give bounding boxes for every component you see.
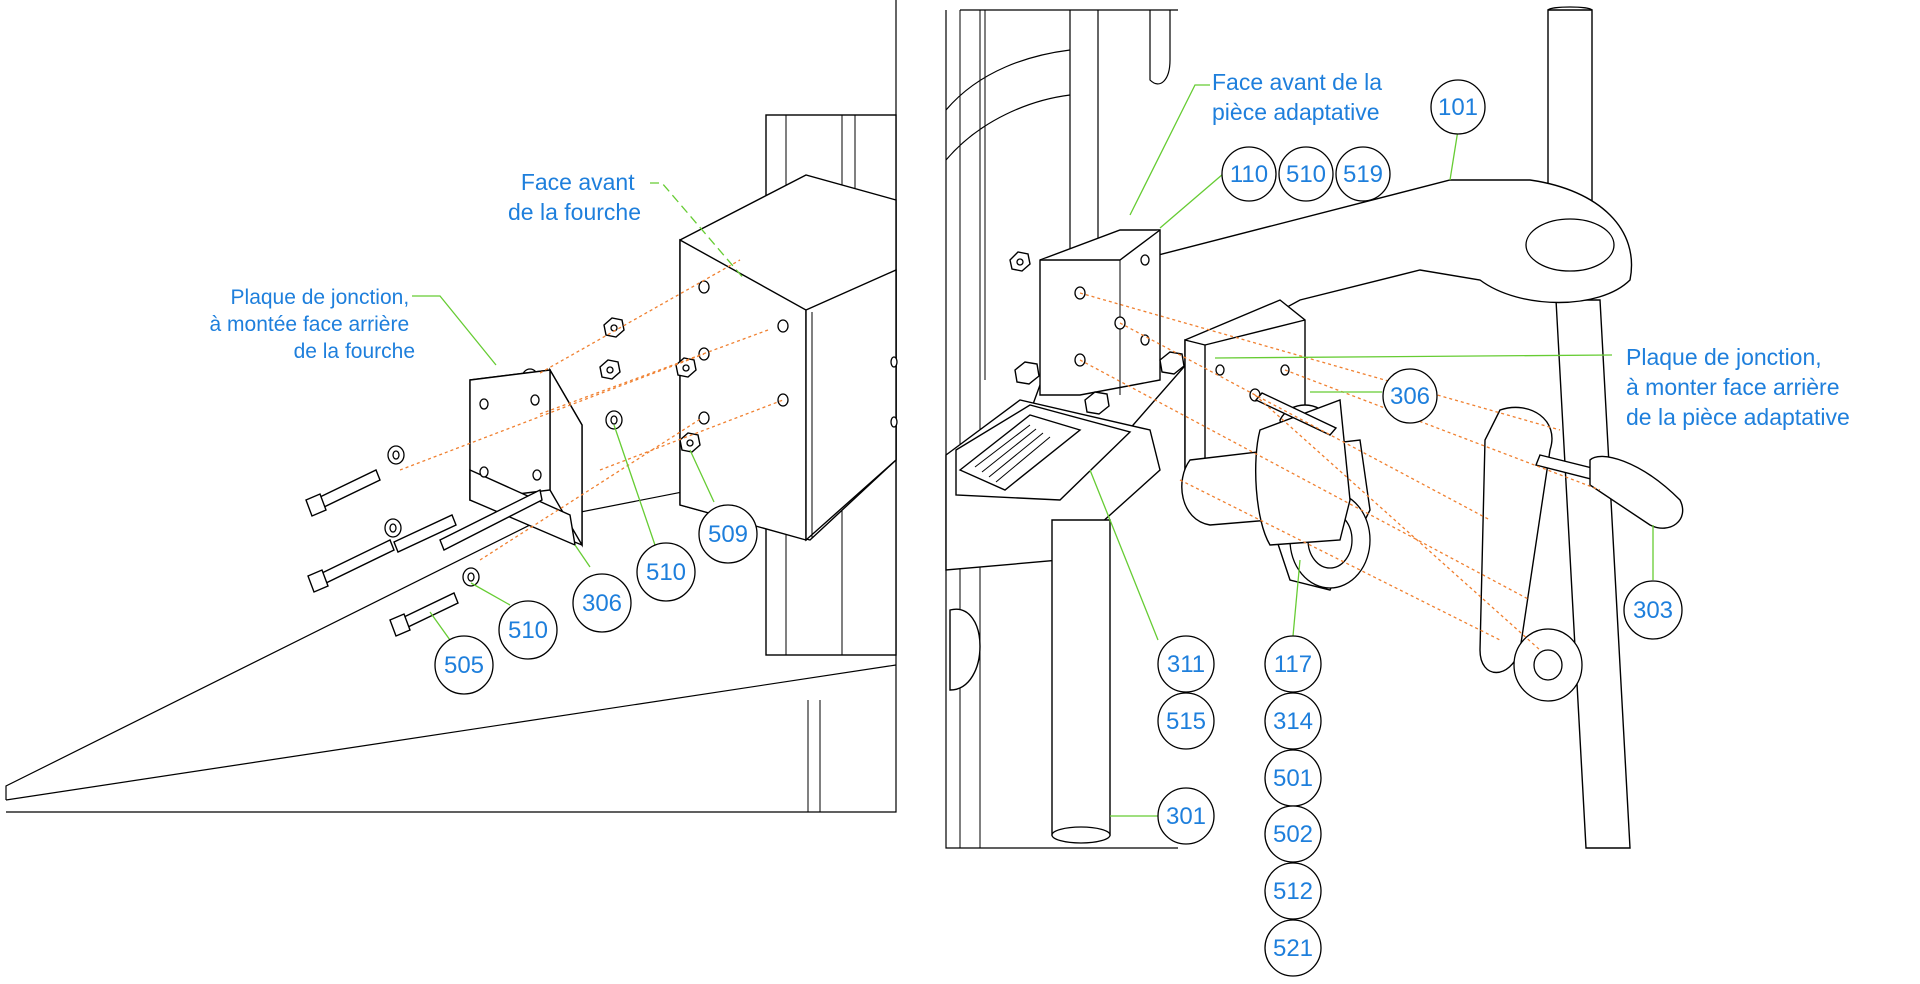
balloon-314-right: 314 [1264, 692, 1322, 750]
label-adapter-front-line1: Face avant de la [1212, 69, 1382, 95]
balloon-110-right: 110 [1221, 146, 1277, 202]
balloon-502-right-label: 502 [1273, 821, 1313, 848]
balloon-101-right: 101 [1430, 79, 1486, 135]
nameplate-icon [958, 414, 1082, 491]
balloon-510-right-label: 510 [1286, 161, 1326, 188]
balloon-509-left-label: 509 [708, 521, 748, 548]
balloon-311-right: 311 [1157, 635, 1215, 693]
label-plate-right-line3: de la pièce adaptative [1626, 404, 1850, 430]
balloon-301-right: 301 [1157, 787, 1215, 845]
label-plate-right-line1: Plaque de jonction, [1626, 344, 1822, 370]
balloon-510-right: 510 [1278, 146, 1334, 202]
left-view [5, 0, 898, 813]
label-fork-front: Face avant de la fourche [508, 169, 641, 225]
balloon-512-right-label: 512 [1273, 878, 1313, 905]
label-fork-front-line1: Face avant [521, 169, 635, 195]
label-plate-left-line2: à montée face arrière [210, 313, 410, 336]
label-fork-front-line2: de la fourche [508, 199, 641, 225]
balloon-510-left-b: 510 [498, 600, 558, 660]
balloon-510-left-b-label: 510 [508, 617, 548, 644]
balloon-501-right-label: 501 [1273, 765, 1313, 792]
balloon-521-right: 521 [1264, 919, 1322, 977]
balloon-509-left: 509 [698, 504, 758, 564]
label-plate-left-line1: Plaque de jonction, [231, 286, 410, 309]
balloon-303-right-label: 303 [1633, 597, 1673, 624]
balloon-306-right-label: 306 [1390, 383, 1430, 410]
balloon-101-right-label: 101 [1438, 94, 1478, 121]
balloon-519-right-label: 519 [1343, 161, 1383, 188]
balloon-306-left-label: 306 [582, 590, 622, 617]
label-plate-right-line2: à monter face arrière [1626, 374, 1839, 400]
label-plate-left: Plaque de jonction, à montée face arrièr… [210, 286, 415, 363]
balloon-501-right: 501 [1264, 749, 1322, 807]
balloon-306-right: 306 [1382, 368, 1438, 424]
balloon-515-right: 515 [1157, 692, 1215, 750]
balloon-510-left-a-label: 510 [646, 559, 686, 586]
balloon-515-right-label: 515 [1166, 708, 1206, 735]
bolt-icon [305, 469, 543, 637]
balloon-303-right: 303 [1623, 580, 1683, 640]
balloon-521-right-label: 521 [1273, 935, 1313, 962]
balloon-117-right-label: 117 [1274, 651, 1312, 678]
balloon-311-right-label: 311 [1167, 651, 1205, 678]
balloon-502-right: 502 [1264, 805, 1322, 863]
balloon-110-right-label: 110 [1230, 161, 1268, 188]
balloon-505-left: 505 [434, 635, 494, 695]
nut-icon [1009, 251, 1185, 415]
right-view [945, 6, 1684, 849]
balloon-505-left-label: 505 [444, 652, 484, 679]
label-adapter-front: Face avant de la pièce adaptative [1212, 69, 1388, 125]
balloon-314-right-label: 314 [1273, 708, 1313, 735]
balloon-510-left-a: 510 [636, 542, 696, 602]
balloon-117-right: 117 [1264, 635, 1322, 693]
balloon-519-right: 519 [1335, 146, 1391, 202]
balloon-306-left: 306 [572, 573, 632, 633]
label-adapter-front-line2: pièce adaptative [1212, 99, 1380, 125]
label-plate-right: Plaque de jonction, à monter face arrièr… [1626, 344, 1850, 430]
balloon-301-right-label: 301 [1166, 803, 1206, 830]
balloon-512-right: 512 [1264, 862, 1322, 920]
label-plate-left-line3: de la fourche [294, 340, 415, 363]
